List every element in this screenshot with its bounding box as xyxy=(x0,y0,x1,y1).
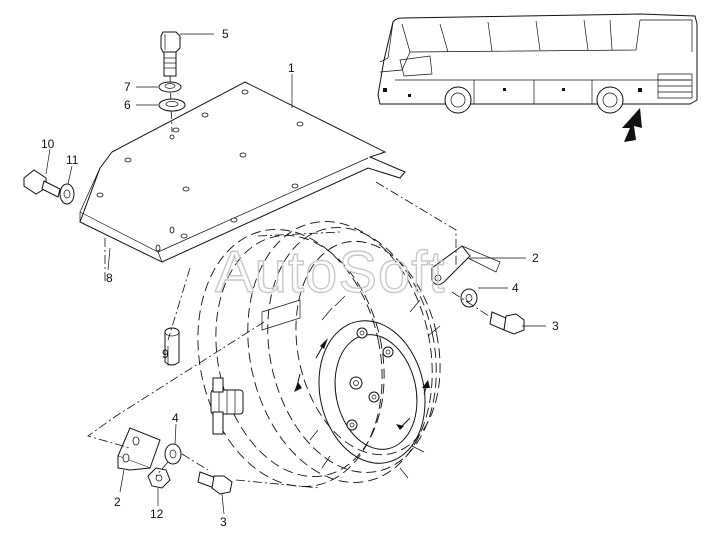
callout-4a: 4 xyxy=(512,281,519,295)
bolt-10 xyxy=(23,169,61,198)
callout-4b: 4 xyxy=(172,411,179,425)
hub-bolts xyxy=(346,327,394,431)
bolt-3-lower xyxy=(197,471,233,495)
location-arrow-icon xyxy=(622,108,642,142)
callout-labels: 5 7 6 1 10 11 8 2 4 3 9 4 2 12 3 xyxy=(41,27,559,529)
nut-12 xyxy=(147,467,171,489)
washer-11 xyxy=(59,183,75,205)
bolt-3-upper xyxy=(489,311,525,335)
callout-8: 8 xyxy=(106,271,113,285)
bus-location-illustration xyxy=(377,13,698,142)
upper-bracket-2 xyxy=(431,245,501,286)
callout-7: 7 xyxy=(124,80,131,94)
callout-12: 12 xyxy=(150,507,164,521)
bolt-5 xyxy=(160,31,181,133)
bracket-clamp xyxy=(210,377,244,435)
spacer-sleeve-9 xyxy=(164,327,180,366)
washer-4-lower xyxy=(164,443,182,465)
callout-2a: 2 xyxy=(532,251,539,265)
mounting-plate xyxy=(79,81,406,263)
callout-3a: 3 xyxy=(552,319,559,333)
callout-11: 11 xyxy=(66,153,79,167)
callout-3b: 3 xyxy=(220,515,227,529)
fan-wheel-assembly xyxy=(197,221,441,489)
callout-10: 10 xyxy=(41,137,55,151)
lower-bracket-2 xyxy=(117,427,161,471)
callout-9: 9 xyxy=(162,347,169,361)
washer-4-upper xyxy=(460,288,478,308)
watermark: AutoSoft xyxy=(215,240,445,305)
callout-5: 5 xyxy=(222,27,229,41)
callout-1: 1 xyxy=(288,61,295,75)
callout-6: 6 xyxy=(124,98,131,112)
washer-7 xyxy=(158,81,182,93)
washer-6 xyxy=(158,98,186,112)
leader-lines xyxy=(45,33,546,515)
assembly-lines xyxy=(87,181,493,477)
callout-2b: 2 xyxy=(114,495,121,509)
